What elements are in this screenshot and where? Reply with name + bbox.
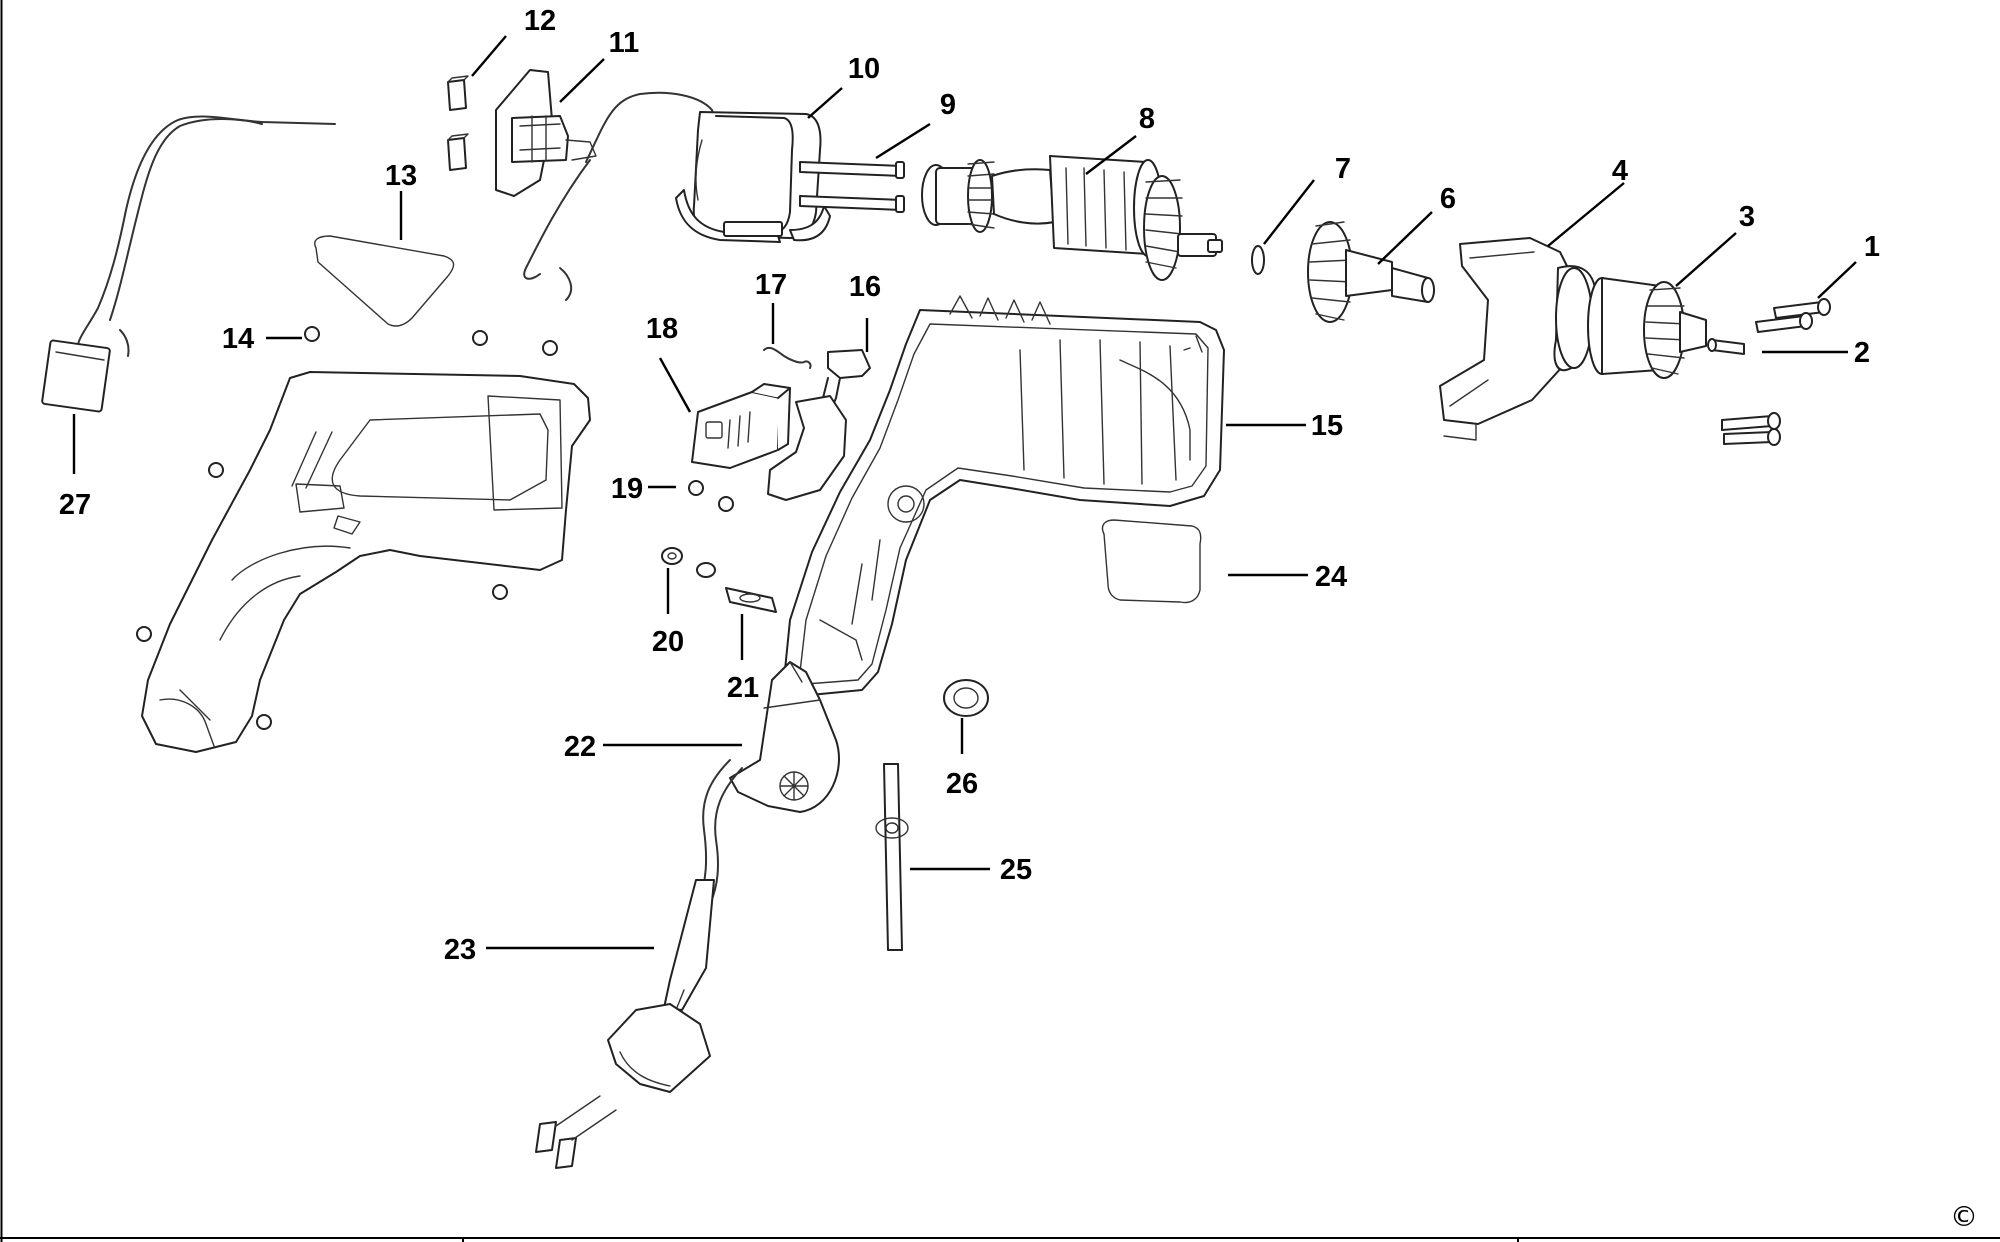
part-6-gear-spindle — [1307, 221, 1435, 323]
callout-10: 10 — [848, 53, 880, 85]
callout-11: 11 — [609, 27, 640, 59]
callout-8: 8 — [1139, 103, 1155, 135]
callout-21: 21 — [727, 672, 759, 704]
callout-25: 25 — [1000, 854, 1032, 886]
part-12-carbon-brushes — [447, 75, 469, 171]
left-housing-half — [141, 371, 591, 753]
part-22-cord-guard — [729, 661, 840, 813]
callout-1: 1 — [1864, 231, 1880, 263]
callout-7: 7 — [1335, 153, 1351, 185]
part-4-gearbox-housing — [1439, 237, 1597, 441]
callout-13: 13 — [385, 160, 417, 192]
part-23-mains-cable — [535, 759, 743, 1169]
part-9-stator-screws — [799, 161, 905, 213]
part-8-armature — [921, 155, 1223, 281]
part-24-label-plate — [1101, 519, 1202, 604]
callout-17: 17 — [755, 269, 787, 301]
part-10-field-stator — [523, 91, 831, 301]
part-1-gearbox-screws — [1721, 298, 1831, 446]
callout-labels: 1 2 3 4 6 7 8 9 10 11 12 13 14 15 16 17 … — [59, 5, 1880, 966]
callout-14: 14 — [222, 323, 254, 355]
part-26-washer — [943, 679, 989, 717]
callout-6: 6 — [1440, 183, 1456, 215]
part-2-chuck-screw — [1707, 338, 1745, 355]
callout-3: 3 — [1739, 201, 1755, 233]
callout-24: 24 — [1315, 561, 1347, 593]
callout-19: 19 — [611, 473, 643, 505]
callout-4: 4 — [1612, 155, 1628, 187]
copyright-symbol: © — [1950, 1200, 1978, 1233]
callout-27: 27 — [59, 489, 91, 521]
part-27-capacitor — [41, 115, 336, 413]
part-18-switch — [691, 383, 791, 469]
callout-22: 22 — [564, 731, 596, 763]
callout-18: 18 — [646, 313, 678, 345]
part-3-drill-chuck — [1587, 277, 1707, 379]
callout-2: 2 — [1854, 337, 1870, 369]
switch-trigger — [767, 395, 847, 501]
callout-15: 15 — [1311, 410, 1343, 442]
part-21-cord-clamp — [725, 587, 777, 613]
callout-16: 16 — [849, 271, 881, 303]
leader-lines — [72, 35, 1857, 950]
part-11-brush-holder — [495, 69, 597, 197]
callout-26: 26 — [946, 768, 978, 800]
part-17-spring — [763, 346, 812, 369]
part-13-label-plate — [314, 235, 455, 327]
part-14-housing-screws — [136, 326, 734, 730]
part-20-bushing — [661, 547, 716, 578]
part-15-right-housing-half — [783, 295, 1225, 697]
callout-23: 23 — [444, 934, 476, 966]
part-7-key — [1251, 245, 1265, 275]
callout-9: 9 — [940, 89, 956, 121]
callout-20: 20 — [652, 626, 684, 658]
callout-12: 12 — [524, 5, 556, 37]
part-25-rod — [875, 763, 909, 951]
